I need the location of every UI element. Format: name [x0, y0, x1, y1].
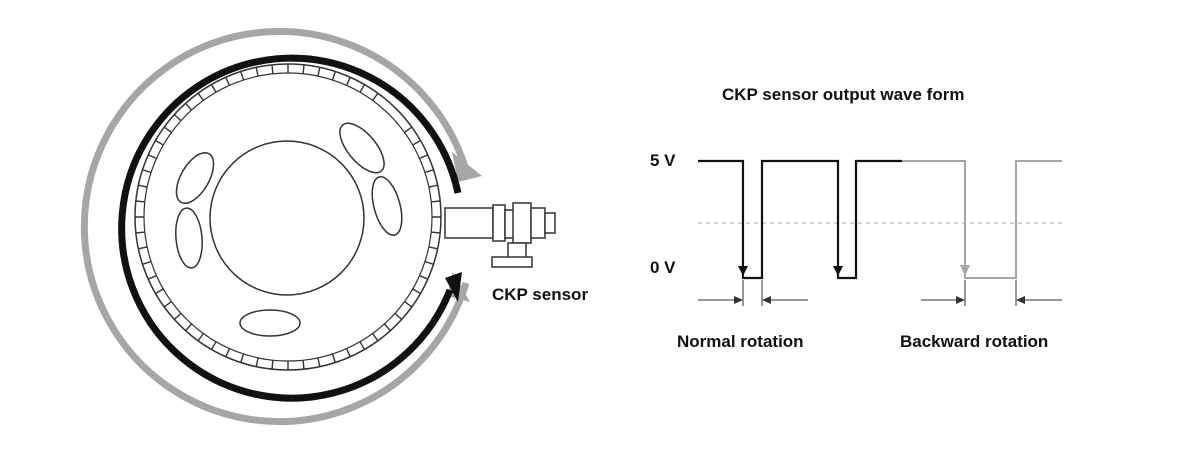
backward-waveform [902, 160, 1062, 279]
normal-width-dimension [698, 280, 808, 306]
ckp-sensor-body [444, 202, 556, 268]
reluctor-wheel [80, 28, 482, 425]
gray-arrow-head-top [452, 152, 482, 182]
backward-width-dimension [921, 280, 1062, 306]
slot-hole [239, 309, 301, 337]
tooth-lines [135, 64, 441, 370]
slot-hole [339, 122, 385, 174]
inner-black-arc [118, 54, 462, 402]
tooth-ring-inner [143, 72, 433, 362]
voltage-low-label: 0 V [650, 258, 676, 277]
slot-hole [175, 207, 203, 269]
slot-hole [175, 152, 215, 204]
wheel-hub [209, 140, 365, 296]
backward-fall-arrow [960, 265, 970, 276]
ckp-sensor-label: CKP sensor [492, 285, 588, 304]
normal-waveform [698, 159, 902, 280]
black-arrow-head [445, 272, 462, 302]
wheel-teeth [135, 64, 441, 370]
backward-rotation-label: Backward rotation [900, 332, 1048, 351]
outer-gray-arc [80, 28, 470, 425]
normal-rotation-label: Normal rotation [677, 332, 804, 351]
normal-fall-arrow-2 [833, 266, 843, 276]
wave-title: CKP sensor output wave form [722, 85, 964, 104]
normal-fall-arrow-1 [738, 266, 748, 276]
voltage-high-label: 5 V [650, 151, 676, 170]
slot-hole [371, 176, 403, 236]
